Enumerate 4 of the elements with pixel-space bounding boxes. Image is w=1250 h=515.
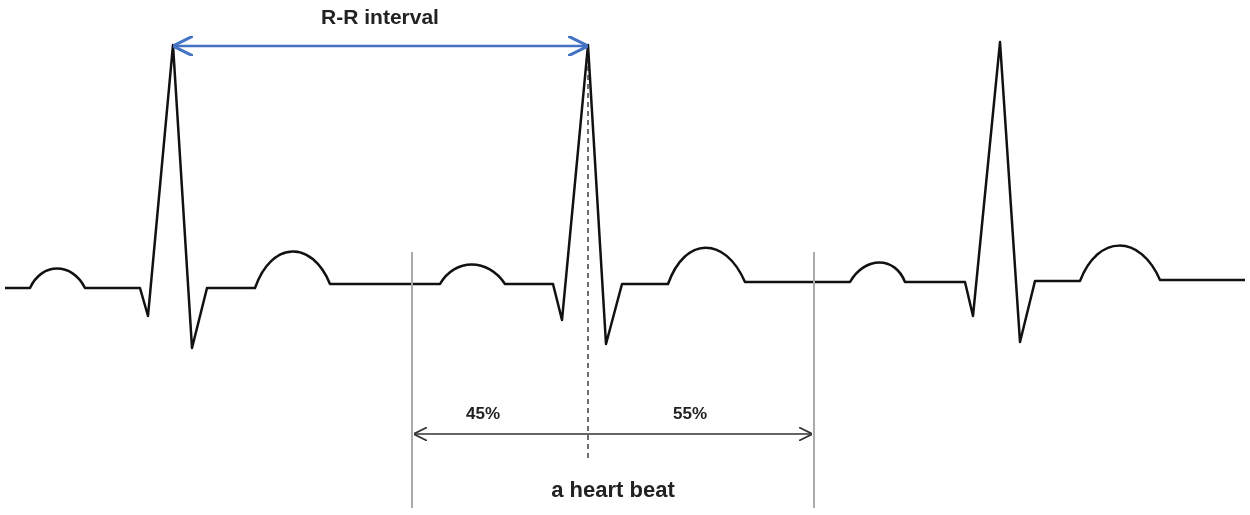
dimension-label: 45% [466,404,500,422]
dimension-label: 55% [673,404,707,422]
dimension-label: a heart beat [551,479,675,501]
dimension-label: R-R interval [321,5,439,27]
